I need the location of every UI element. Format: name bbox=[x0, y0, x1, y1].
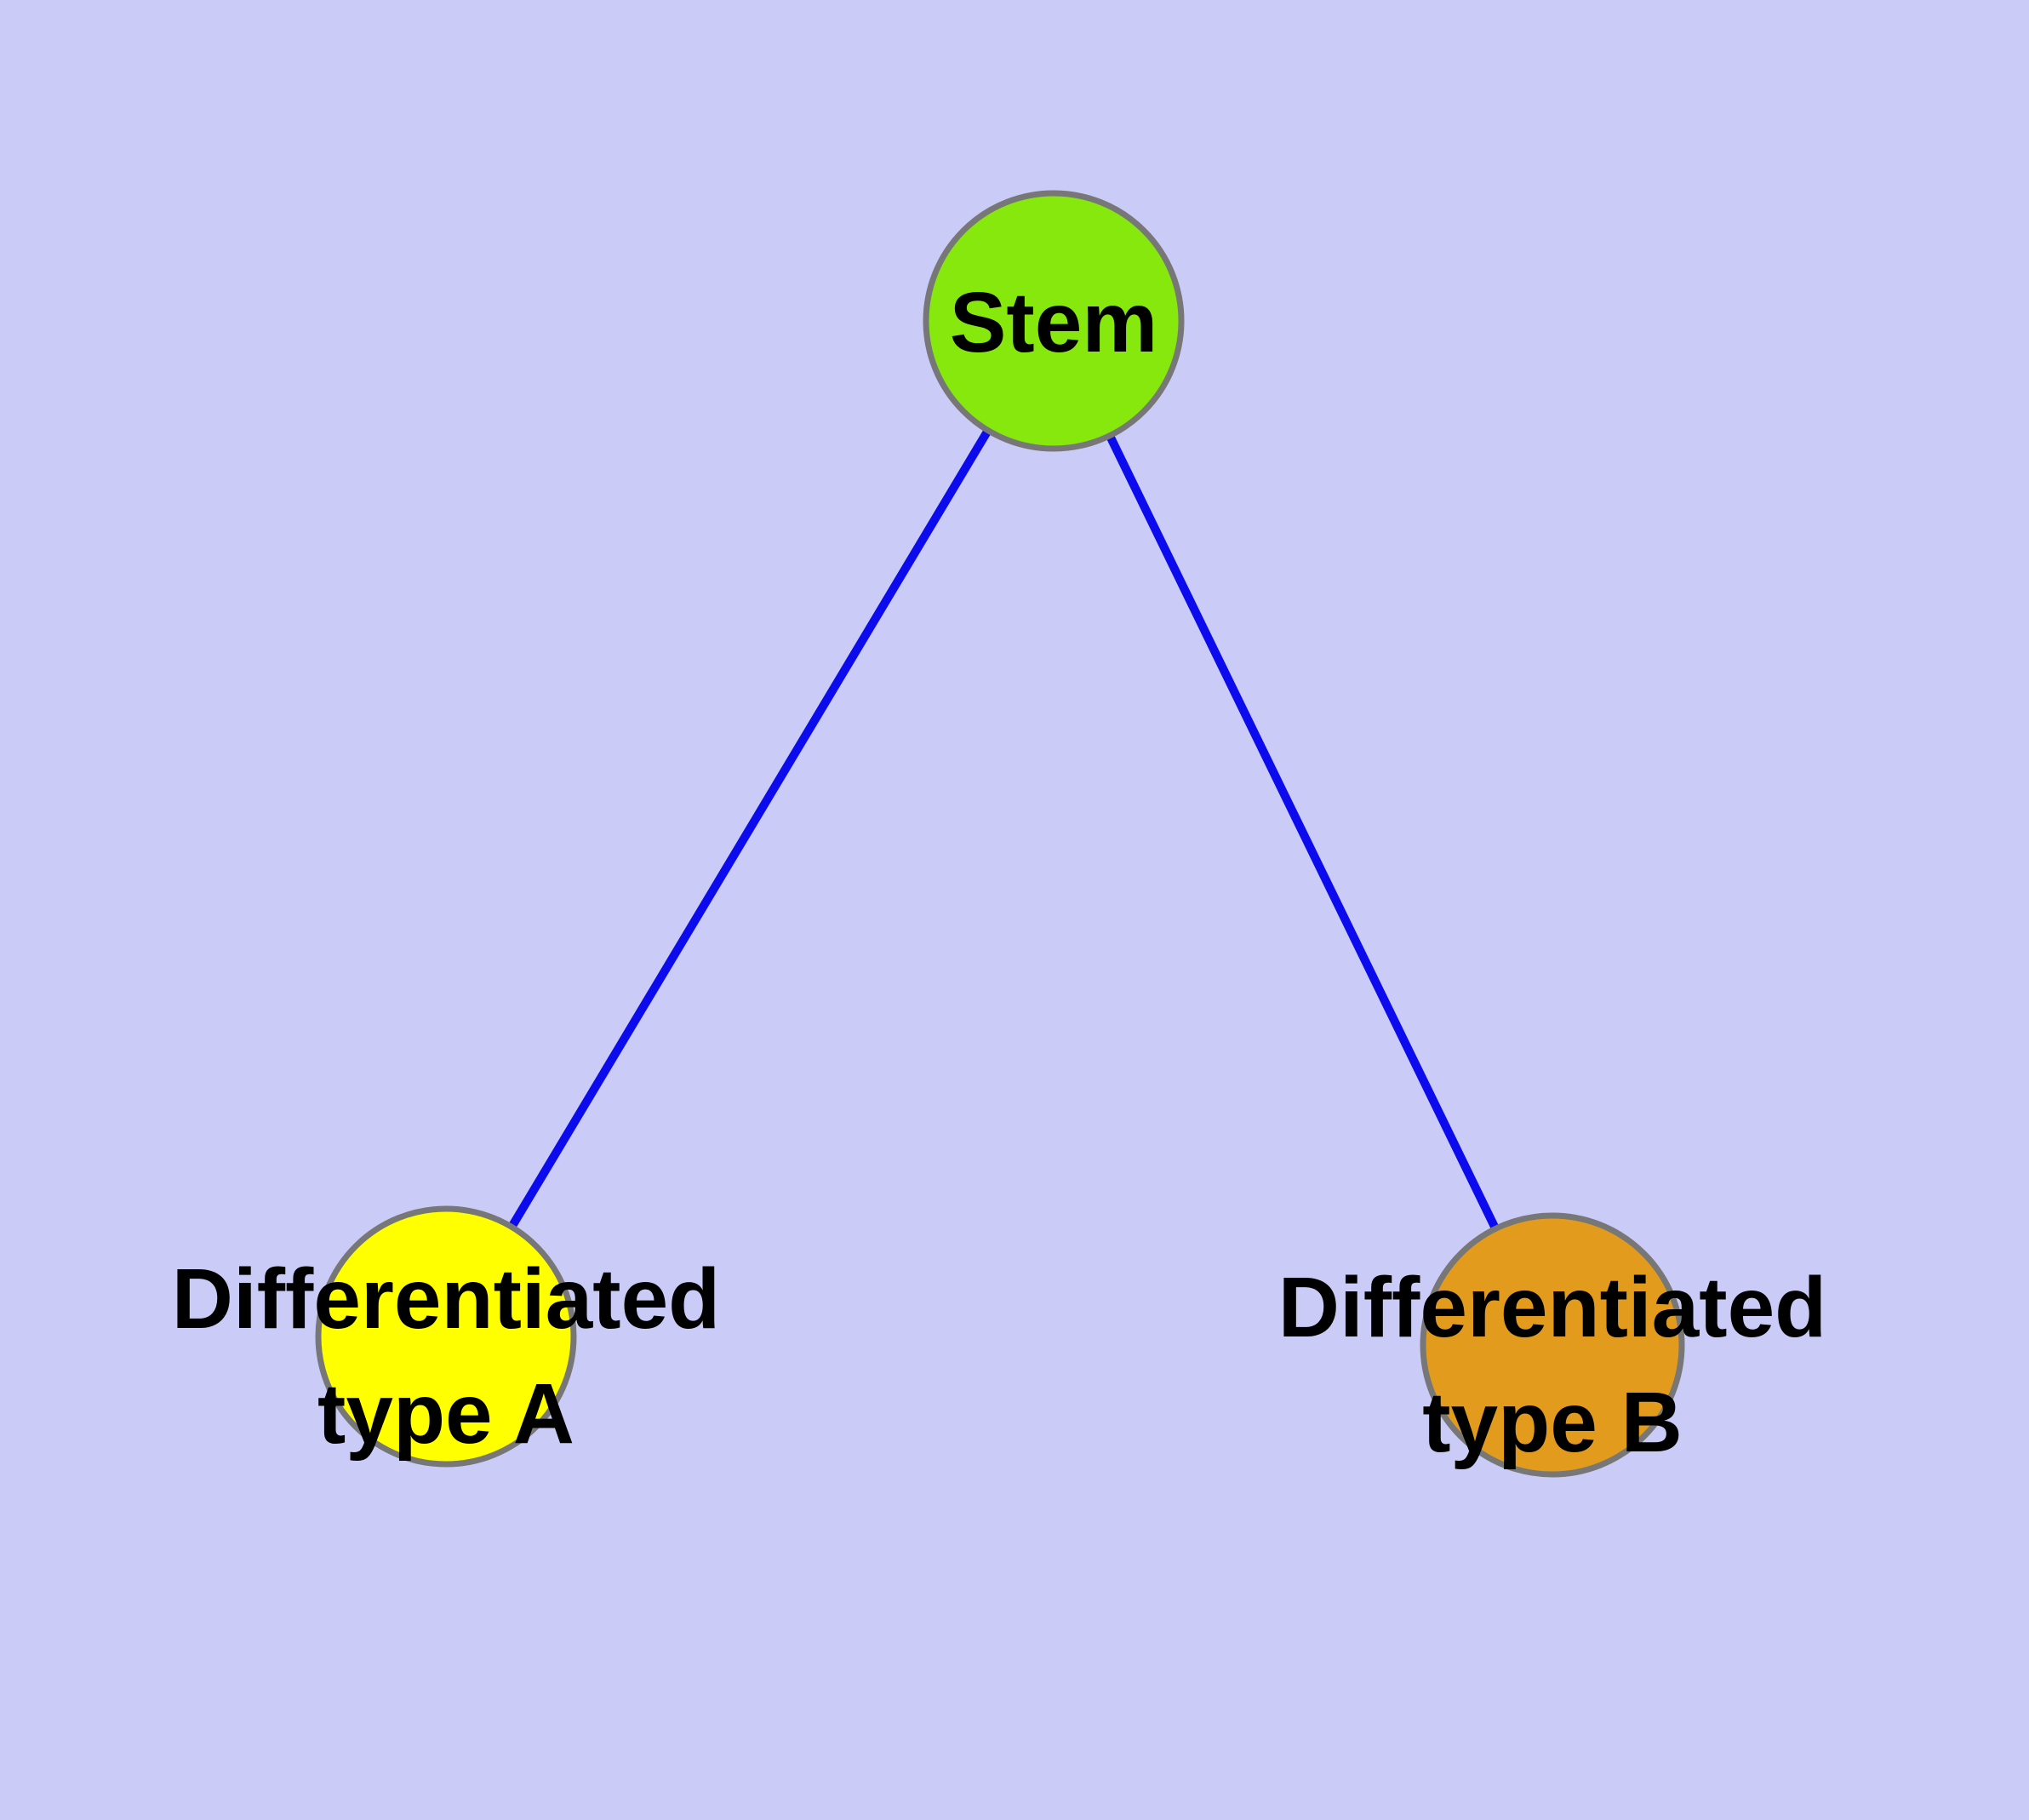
node-stem bbox=[923, 190, 1185, 452]
node-differentiated-type-b-label-line2: type B bbox=[1422, 1375, 1683, 1470]
node-differentiated-type-a bbox=[315, 1205, 577, 1468]
edge-stem-to-type-a bbox=[508, 429, 992, 1228]
edge-stem-to-type-b bbox=[1106, 435, 1500, 1231]
node-differentiated-type-a-label-line2: type A bbox=[317, 1366, 574, 1462]
node-differentiated-type-b-label-line1: Differentiated bbox=[1278, 1260, 1827, 1355]
node-differentiated-type-b bbox=[1420, 1212, 1685, 1478]
node-stem-label: Stem bbox=[950, 275, 1158, 370]
node-differentiated-type-a-label-line1: Differentiated bbox=[172, 1251, 721, 1347]
